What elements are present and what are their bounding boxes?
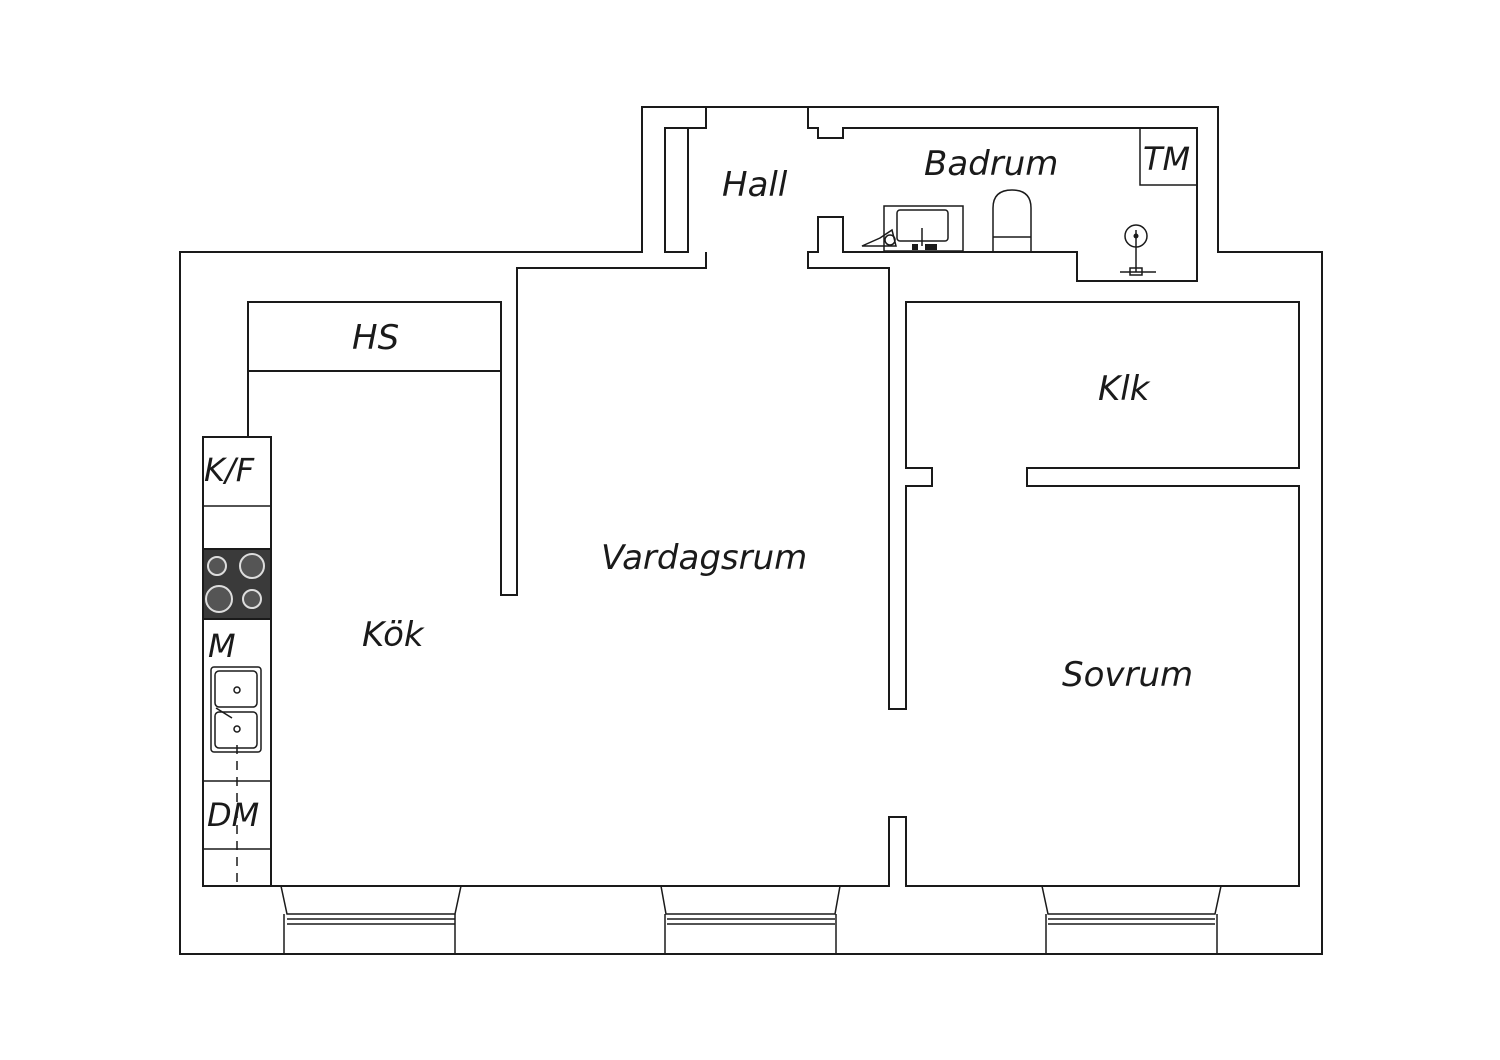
stove-icon xyxy=(202,548,272,620)
window-icon xyxy=(280,885,462,954)
sink-icon xyxy=(210,666,262,753)
toilet-icon xyxy=(992,189,1032,252)
kitchen-counter xyxy=(202,436,272,887)
label-badrum: Badrum xyxy=(924,144,1058,184)
hall-wall-top xyxy=(688,107,707,129)
label-kok: Kök xyxy=(362,615,425,655)
tm-box xyxy=(1139,127,1198,186)
label-tm: TM xyxy=(1143,140,1190,178)
label-hall: Hall xyxy=(722,165,788,205)
bathroom-wall xyxy=(271,107,1300,887)
label-sovrum: Sovrum xyxy=(1062,655,1193,695)
label-kf: K/F xyxy=(204,451,255,489)
window-icon xyxy=(660,885,841,954)
hall-wall-west xyxy=(664,127,689,253)
window-icon xyxy=(1041,885,1222,954)
hs-closet xyxy=(247,301,502,371)
outer-wall xyxy=(179,106,1323,955)
label-klk: Klk xyxy=(1098,369,1151,409)
label-vardagsrum: Vardagsrum xyxy=(601,538,807,578)
label-m: M xyxy=(208,627,236,665)
washbasin-icon xyxy=(861,205,964,252)
label-dm: DM xyxy=(207,796,259,834)
label-hs: HS xyxy=(352,318,399,358)
shower-icon xyxy=(1120,224,1156,276)
